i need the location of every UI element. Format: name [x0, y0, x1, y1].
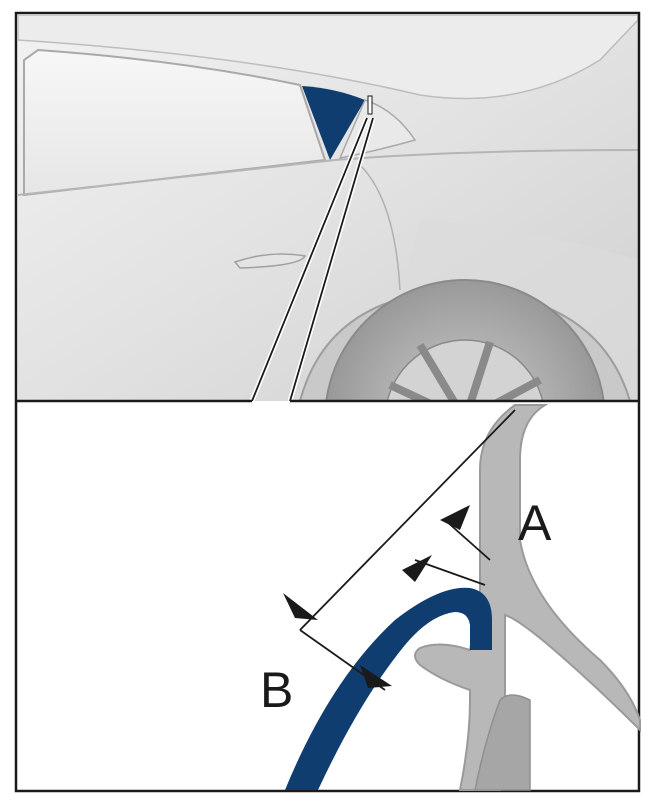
belt-line [18, 149, 638, 196]
label-b: B [260, 662, 293, 718]
dimension-extension-a-top [444, 519, 491, 561]
seal-tongue [474, 694, 531, 791]
wheel-spoke [466, 340, 494, 401]
arrow-head-icon [440, 505, 470, 530]
wheel-spoke [416, 342, 459, 401]
door-seam [359, 164, 401, 291]
wheel [325, 279, 605, 401]
label-a: A [518, 495, 552, 551]
leader-line-right [289, 117, 374, 401]
detail-marker [367, 95, 373, 115]
arrow-head-icon [283, 593, 318, 620]
glass-edge-highlight [285, 587, 492, 790]
wheel-spoke [388, 381, 434, 401]
door-handle [233, 253, 307, 269]
leader-line-left [251, 117, 368, 401]
arrow-head-icon [360, 665, 392, 688]
detail-panel: A B [260, 404, 641, 791]
quarter-window-highlight [302, 86, 365, 160]
car-view-panel [18, 15, 638, 401]
dimension-line-outer [299, 409, 516, 631]
arrow-head-icon [402, 555, 432, 582]
roof-line [18, 15, 638, 100]
dimension-extension-a-bottom [414, 559, 486, 586]
